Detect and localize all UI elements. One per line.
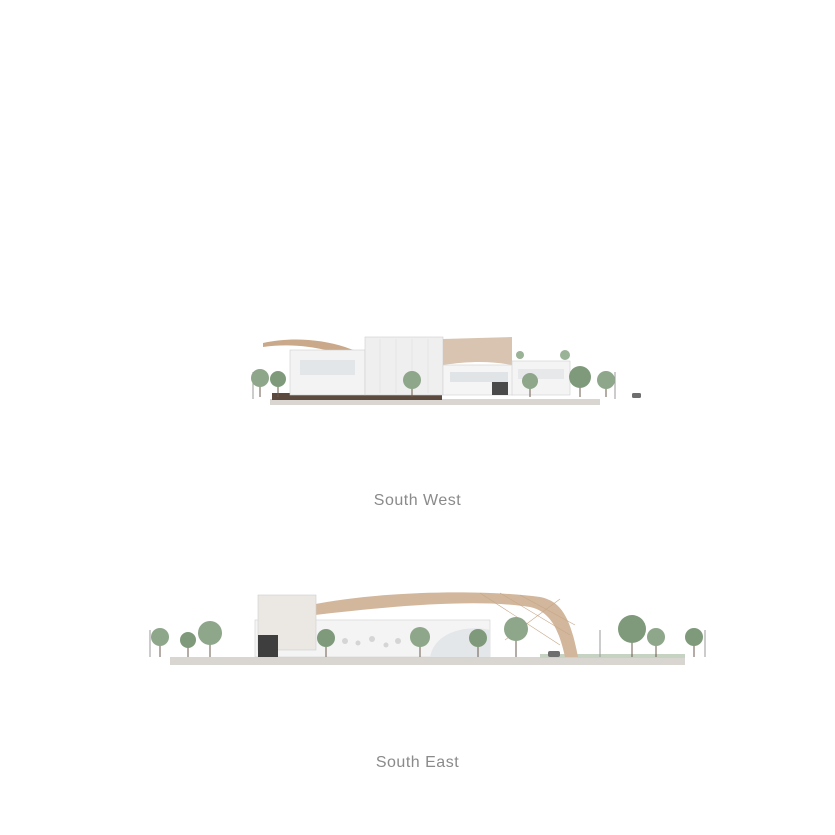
tree [522, 373, 538, 397]
tree [317, 629, 335, 657]
timber-shell [443, 337, 512, 365]
tree [410, 627, 430, 657]
tree [403, 371, 421, 397]
south-east-elevation [149, 592, 706, 665]
tree [685, 628, 703, 657]
car [548, 651, 560, 657]
facade-perforations [342, 636, 401, 648]
tree [597, 371, 615, 397]
elevation-caption-south-west: South West [373, 492, 462, 509]
ground-slab [170, 657, 685, 665]
tree [618, 615, 646, 657]
roof-plants [516, 350, 570, 360]
central-tower [364, 336, 444, 396]
tree [469, 629, 487, 657]
elevation-caption-south-east: South East [375, 754, 460, 771]
car [632, 393, 641, 398]
south-west-elevation [251, 336, 641, 405]
tree [504, 617, 528, 657]
dark-plinth [272, 393, 442, 400]
ground-slab [270, 399, 600, 405]
tree [569, 366, 591, 397]
tree [198, 621, 222, 657]
tree [151, 628, 169, 657]
tree [180, 632, 196, 657]
glass-window [300, 360, 355, 375]
tree [647, 628, 665, 657]
tree [270, 371, 286, 397]
grass-strip [540, 654, 685, 658]
tree [251, 369, 269, 397]
